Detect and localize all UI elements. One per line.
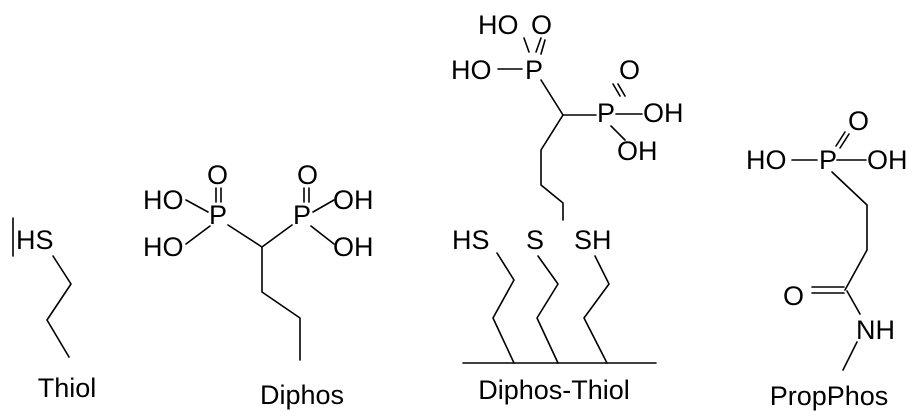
atom-p-2: P [293, 200, 311, 230]
caption-diphos: Diphos [260, 380, 344, 410]
atom-s: S [526, 225, 544, 255]
atom-o-2: O [297, 160, 318, 190]
atom-o-carbonyl: O [783, 281, 804, 311]
atom-sh: SH [574, 225, 612, 255]
atom-o-1: O [207, 160, 228, 190]
caption-thiol: Thiol [38, 373, 97, 403]
atom-p-1: P [525, 55, 543, 85]
atom-ho-left: HO [451, 55, 492, 85]
atom-oh-2: OH [333, 232, 374, 262]
caption-diphos-thiol: Diphos-Thiol [478, 375, 630, 405]
bonds-propphos [791, 131, 868, 371]
atom-oh-1: OH [333, 185, 374, 215]
atom-ho-2: HO [143, 232, 184, 262]
atom-hs: HS [452, 225, 490, 255]
atom-p-1: P [209, 200, 227, 230]
bonds-diphos [185, 187, 335, 361]
structure-propphos: O HO P OH O NH PropPhos [746, 106, 908, 411]
bonds-diphos-thiol [462, 37, 657, 364]
atom-nh: NH [856, 315, 895, 345]
atom-o-top: O [848, 106, 869, 136]
bonds-thiol-chain [46, 255, 72, 358]
atom-oh: OH [867, 145, 908, 175]
atom-o-2: O [619, 55, 640, 85]
atom-p: P [819, 145, 837, 175]
atom-oh-right: OH [643, 98, 684, 128]
atom-ho: HO [746, 145, 787, 175]
atom-ho-top: HO [478, 10, 519, 40]
atom-oh-bottom: OH [617, 136, 658, 166]
structure-thiol: HS Thiol [12, 217, 97, 403]
atom-hs: HS [16, 225, 54, 255]
atom-p-2: P [597, 98, 615, 128]
caption-propphos: PropPhos [770, 381, 889, 411]
structure-diphos-thiol: HO O HO P O P OH OH HS S SH [451, 10, 684, 405]
structure-diphos: O O HO OH P P HO OH Diphos [143, 160, 374, 410]
atom-o-top: O [531, 10, 552, 40]
atom-ho-1: HO [143, 185, 184, 215]
